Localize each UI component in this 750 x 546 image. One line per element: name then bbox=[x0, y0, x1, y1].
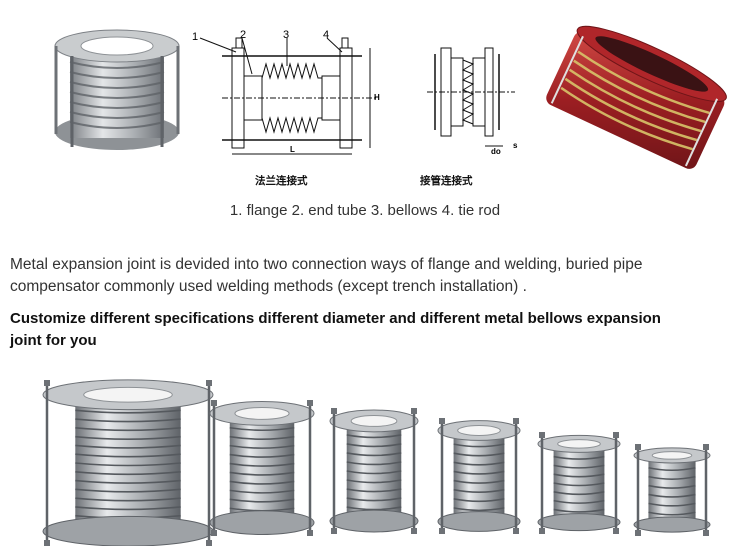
bellows-joint bbox=[209, 400, 315, 536]
dimension-thickness-label: s bbox=[513, 141, 518, 150]
dimension-diameter-label: do bbox=[491, 147, 501, 156]
product-lineup bbox=[42, 379, 711, 546]
product-photo-flanged-joint bbox=[54, 29, 180, 150]
bellows-joint bbox=[329, 408, 419, 534]
bellows-joint bbox=[633, 444, 711, 536]
label-part-2: 2 bbox=[240, 29, 246, 41]
description-text: Metal expansion joint is devided into tw… bbox=[10, 256, 643, 295]
product-photo-coated-joint bbox=[546, 25, 727, 169]
label-part-1: 1 bbox=[192, 31, 198, 43]
caption-flange-type: 法兰连接式 bbox=[255, 175, 308, 187]
bellows-joint bbox=[437, 418, 521, 534]
dimension-length-label: L bbox=[290, 145, 295, 154]
label-part-3: 3 bbox=[283, 29, 289, 41]
label-part-4: 4 bbox=[323, 29, 329, 41]
diagram-flange-connection: 1 2 3 4 L H bbox=[192, 29, 380, 155]
parts-legend: 1. flange 2. end tube 3. bellows 4. tie … bbox=[229, 202, 501, 219]
bellows-joint bbox=[42, 379, 214, 546]
dimension-height-label: H bbox=[374, 93, 380, 102]
bellows-joint bbox=[537, 432, 621, 534]
headline-text: Customize different specifications diffe… bbox=[10, 310, 661, 349]
caption-welding-type: 接管连接式 bbox=[420, 175, 473, 187]
diagram-welding-connection: do s bbox=[427, 47, 518, 156]
